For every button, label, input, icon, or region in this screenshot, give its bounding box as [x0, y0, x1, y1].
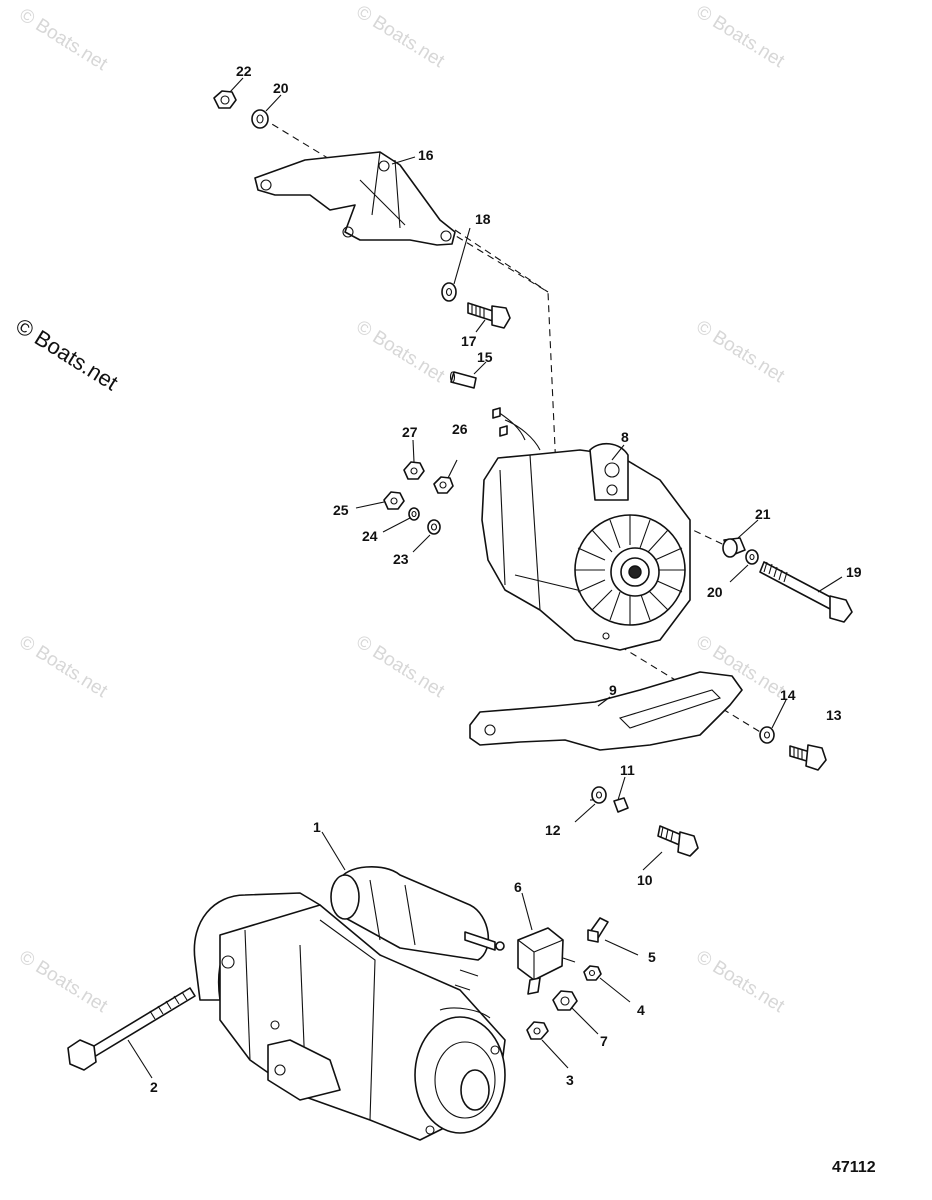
diagram-number: 47112 — [832, 1159, 876, 1176]
callout-18: 18 — [475, 211, 491, 227]
washer-18 — [441, 282, 457, 302]
callout-4: 4 — [637, 1002, 645, 1018]
washer-12 — [591, 786, 607, 804]
nut-25 — [383, 491, 405, 510]
leader-lines — [127, 77, 843, 1079]
relay-6 — [517, 927, 576, 995]
watermark: © Boats.net — [352, 1, 448, 72]
watermark: © Boats.net — [15, 4, 111, 75]
callout-27: 27 — [402, 424, 418, 440]
washer-14 — [759, 726, 775, 744]
nut-4 — [583, 965, 602, 981]
callout-8: 8 — [621, 429, 629, 445]
callout-17: 17 — [461, 333, 477, 349]
stud-5 — [587, 917, 609, 943]
washer-24 — [408, 507, 420, 521]
upper-bracket-16 — [254, 151, 456, 246]
alternator-8 — [481, 407, 691, 651]
spacer-15 — [449, 371, 477, 389]
callout-12: 12 — [545, 822, 561, 838]
callout-2: 2 — [150, 1079, 158, 1095]
watermark: © Boats.net — [15, 946, 111, 1017]
callout-15: 15 — [477, 349, 493, 365]
callout-labels: 1 2 3 4 5 6 7 8 9 10 11 12 13 14 15 16 1… — [150, 63, 862, 1095]
callout-26: 26 — [452, 421, 468, 437]
callout-11: 11 — [620, 762, 635, 778]
callout-6: 6 — [514, 879, 522, 895]
watermark: © Boats.net — [692, 946, 788, 1017]
callout-21: 21 — [755, 506, 771, 522]
nut-7 — [552, 990, 578, 1011]
callout-3: 3 — [566, 1072, 574, 1088]
washer-20-right — [745, 549, 759, 565]
washer-23 — [427, 519, 441, 535]
callout-13: 13 — [826, 707, 842, 723]
callout-1: 1 — [313, 819, 321, 835]
nut-3 — [526, 1021, 549, 1040]
bolt-13 — [789, 744, 827, 771]
watermark-dark: © Boats.net — [11, 313, 122, 395]
watermark: © Boats.net — [692, 316, 788, 387]
callout-20: 20 — [273, 80, 289, 96]
callout-23: 23 — [393, 551, 409, 567]
watermark: © Boats.net — [352, 316, 448, 387]
bolt-2 — [67, 987, 196, 1071]
nut-22 — [213, 90, 237, 109]
washer-11 — [613, 797, 629, 813]
watermark: © Boats.net — [352, 631, 448, 702]
starter-motor-1 — [193, 865, 506, 1141]
spacer-21 — [722, 537, 746, 558]
washer-20-top — [251, 109, 269, 129]
callout-24: 24 — [362, 528, 378, 544]
bolt-10 — [657, 825, 699, 857]
callout-25: 25 — [333, 502, 349, 518]
callout-14: 14 — [780, 687, 796, 703]
callout-16: 16 — [418, 147, 434, 163]
callout-9: 9 — [609, 682, 617, 698]
callout-10: 10 — [637, 872, 653, 888]
bolt-17 — [467, 302, 511, 329]
callout-5: 5 — [648, 949, 656, 965]
callout-7: 7 — [600, 1033, 608, 1049]
adjusting-strap-9 — [469, 671, 743, 751]
bolt-19 — [759, 561, 853, 623]
callout-19: 19 — [846, 564, 862, 580]
callout-22: 22 — [236, 63, 252, 79]
nut-26 — [433, 476, 454, 494]
watermark: © Boats.net — [15, 631, 111, 702]
watermark: © Boats.net — [692, 1, 788, 72]
nut-27 — [403, 461, 425, 480]
callout-20: 20 — [707, 584, 723, 600]
